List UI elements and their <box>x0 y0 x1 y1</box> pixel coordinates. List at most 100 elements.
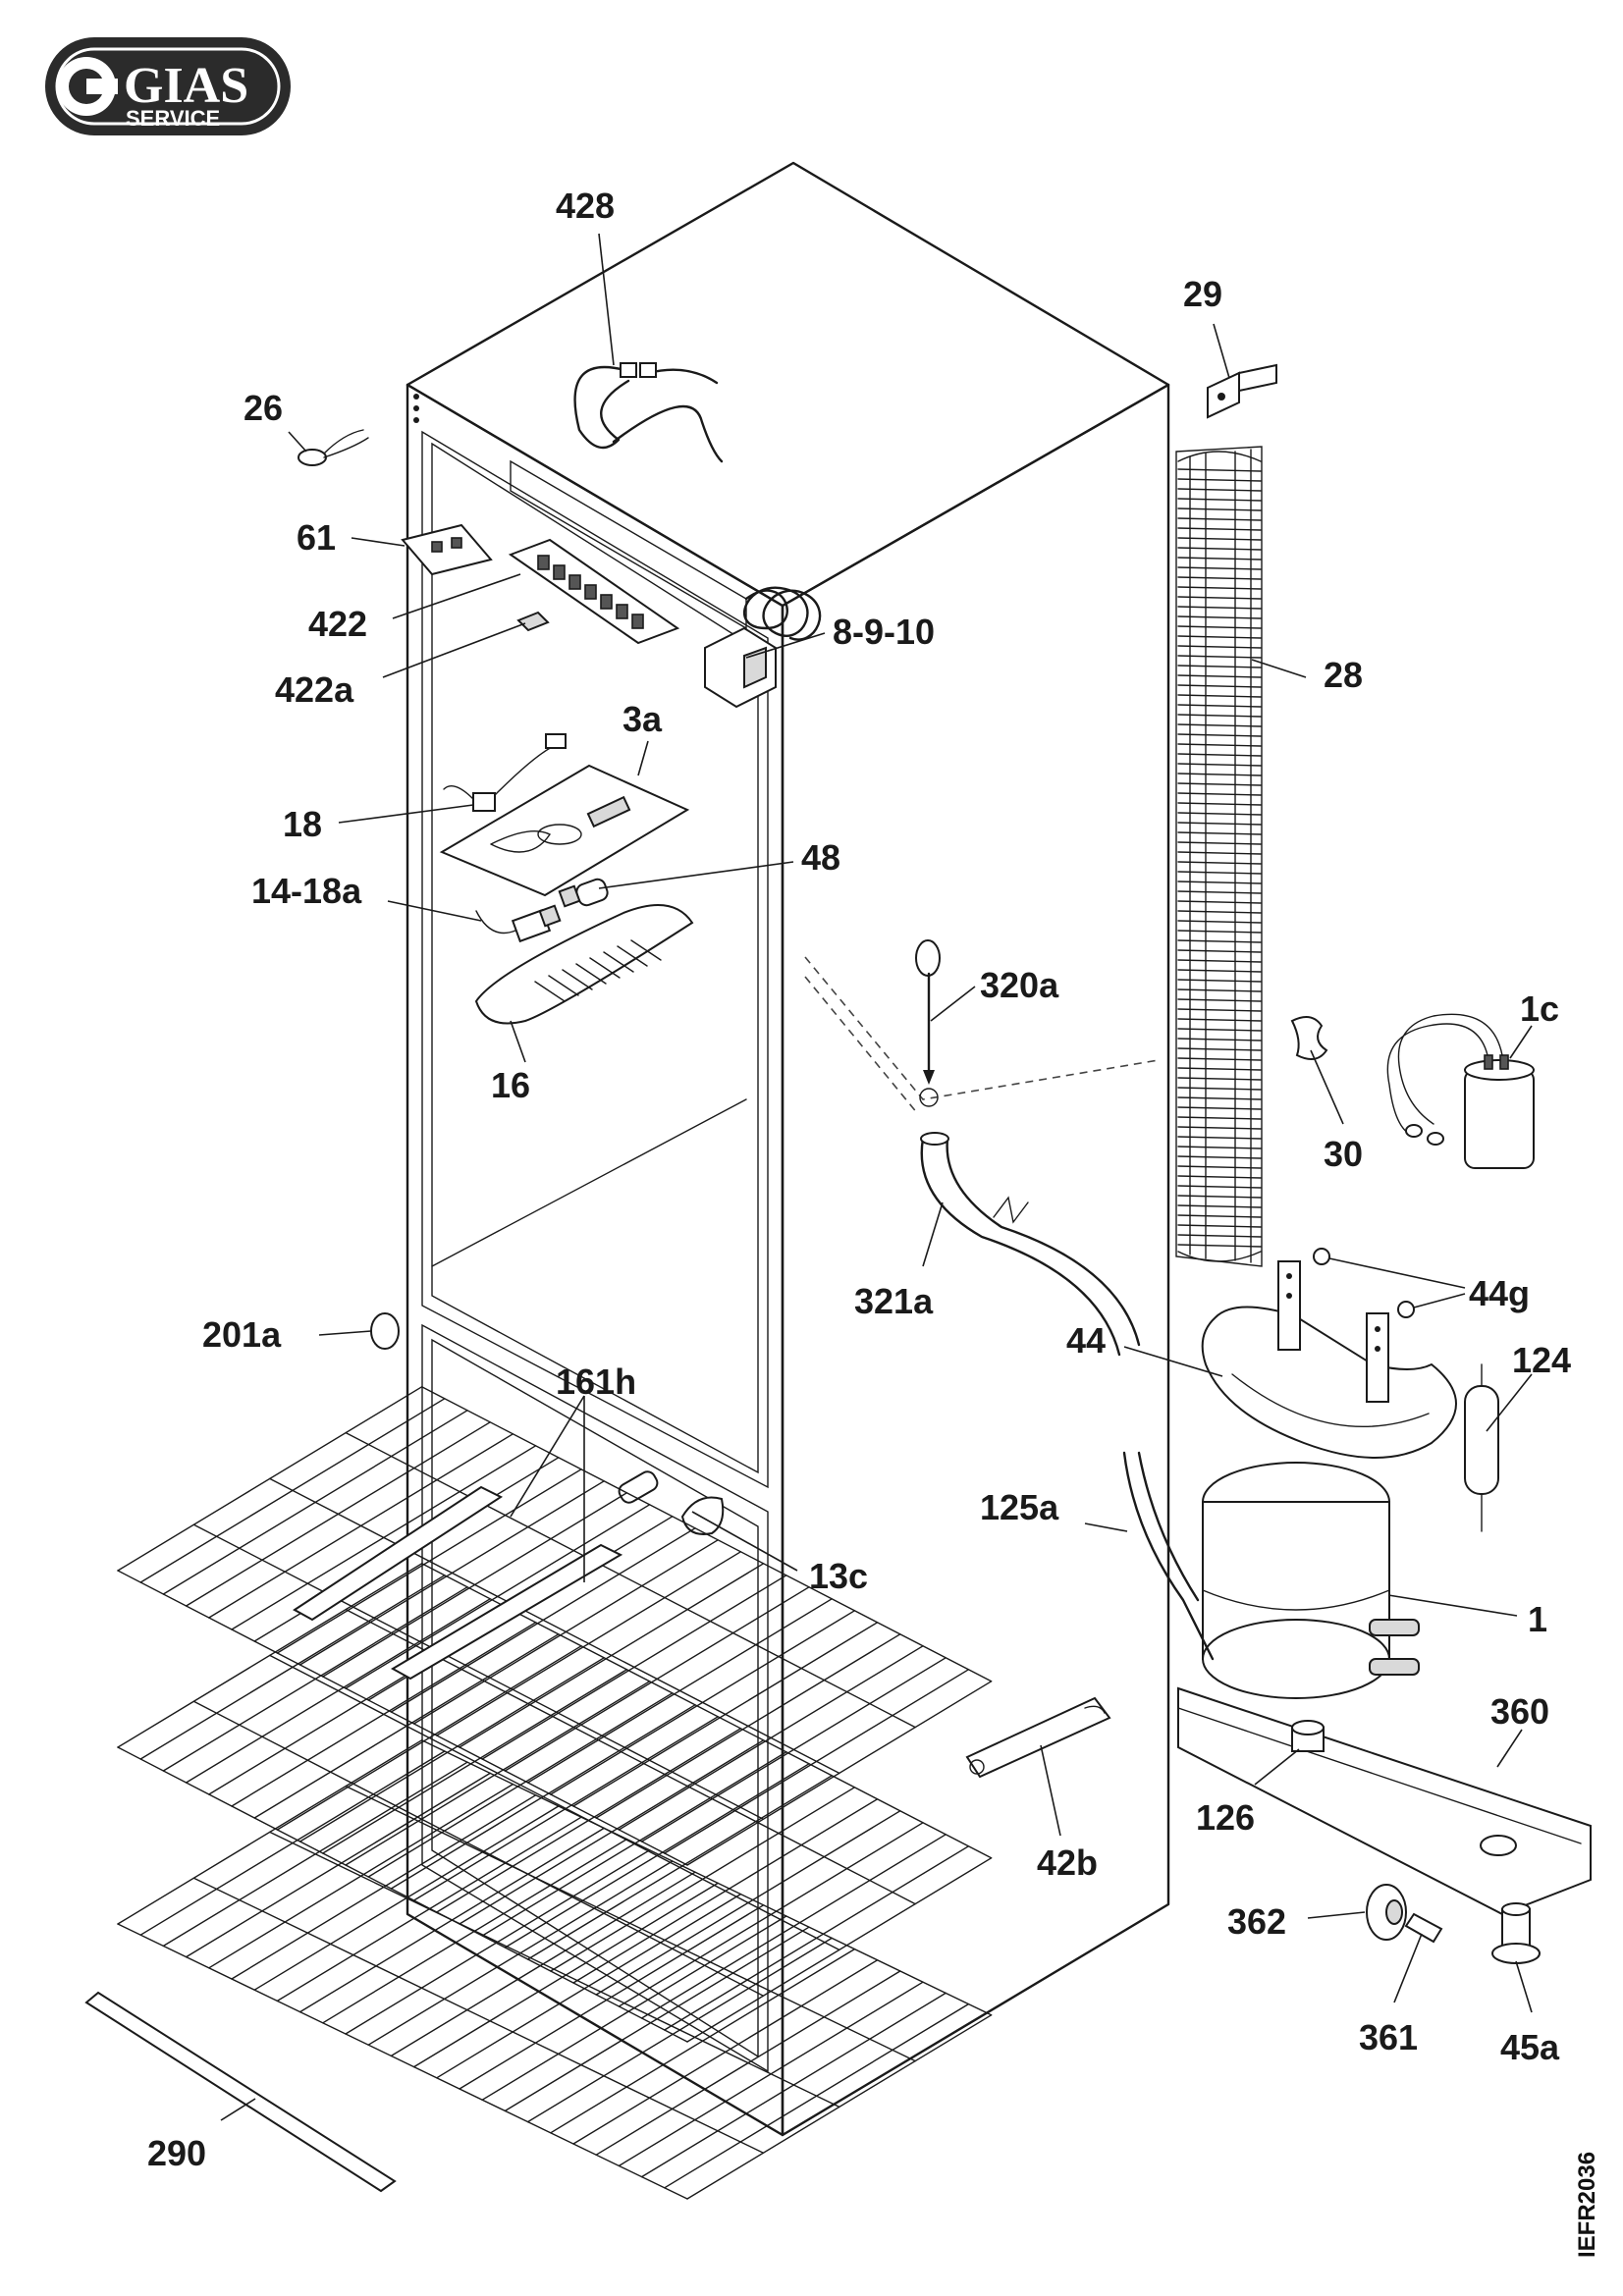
condenser-wire <box>1177 566 1262 570</box>
condenser-wire <box>1177 998 1262 1002</box>
label-3a: 3a <box>622 699 663 739</box>
condenser-wire <box>1177 1038 1262 1041</box>
drain-cleaner-tool <box>915 939 941 1085</box>
condenser-wire <box>1177 498 1262 502</box>
label-428: 428 <box>556 186 615 226</box>
condenser-wire <box>1177 1136 1262 1140</box>
condenser-wire <box>1177 1195 1262 1199</box>
condenser-wire <box>1177 1116 1262 1120</box>
condenser-bracket <box>1207 363 1277 419</box>
condenser-wire <box>1177 1214 1262 1218</box>
label-124: 124 <box>1512 1340 1571 1380</box>
condenser-wire <box>1177 920 1262 924</box>
condenser-wire <box>1177 507 1262 511</box>
condenser-wire <box>1177 488 1262 492</box>
rubber-washer <box>1366 1884 1407 1941</box>
label-61: 61 <box>297 517 336 558</box>
condenser-wire <box>1177 1106 1262 1110</box>
lamp-holder <box>475 904 562 943</box>
door-switch <box>443 733 567 812</box>
condenser-wire <box>1177 645 1262 649</box>
mounting-pin <box>1404 1912 1443 1944</box>
condenser-wire <box>1177 1224 1262 1228</box>
condenser-wire <box>1177 625 1262 629</box>
panel-button <box>568 574 581 590</box>
condenser-wire <box>1177 930 1262 934</box>
condenser-wire <box>1177 782 1262 786</box>
label-44: 44 <box>1066 1320 1106 1361</box>
condenser-wire <box>1177 910 1262 914</box>
control-board-61 <box>401 523 493 576</box>
label-201a: 201a <box>202 1314 282 1355</box>
condenser-wire <box>1177 586 1262 590</box>
condenser-wire <box>1177 635 1262 639</box>
condenser-wire <box>1177 1018 1262 1022</box>
condenser-wire <box>1177 517 1262 521</box>
condenser-wire <box>1177 615 1262 619</box>
condenser-wire <box>1177 1204 1262 1208</box>
label-125a: 125a <box>980 1487 1059 1527</box>
shelf-rail <box>269 1654 840 1951</box>
condenser-wire <box>1177 1067 1262 1071</box>
condenser-wire <box>1177 1057 1262 1061</box>
suction-tube <box>1122 1451 1215 1661</box>
shelf-rail <box>117 1570 688 1866</box>
diffuser-slot <box>534 981 566 1002</box>
condenser-wire <box>1177 1008 1262 1012</box>
condenser-wire <box>1177 773 1262 776</box>
shelf-rail <box>192 1523 765 1820</box>
diffuser-slot <box>630 939 662 961</box>
door-stop <box>618 1470 725 1535</box>
condenser-wire <box>1177 969 1262 973</box>
label-360: 360 <box>1490 1691 1549 1732</box>
shelf-rail <box>269 1477 840 1775</box>
condenser-wire <box>1177 890 1262 894</box>
condenser-wire <box>1177 714 1262 718</box>
shelf-rail <box>345 1785 916 2062</box>
condenser-wire <box>1177 733 1262 737</box>
logo-subtitle: SERVICE <box>126 106 220 131</box>
label-1: 1 <box>1528 1599 1547 1639</box>
lamp-housing-cover <box>439 764 690 897</box>
condenser-wire <box>1177 949 1262 953</box>
drain-hose <box>920 1132 1141 1357</box>
shelf-rail <box>420 1386 993 1682</box>
label-320a: 320a <box>980 965 1059 1005</box>
label-28: 28 <box>1324 655 1363 695</box>
condenser-wire <box>1177 468 1262 472</box>
diffuser-slot <box>617 945 648 967</box>
lamp-bulb <box>558 878 609 908</box>
label-13c: 13c <box>809 1556 868 1596</box>
condenser-wire <box>1177 1126 1262 1130</box>
label-44g: 44g <box>1469 1273 1530 1313</box>
condenser-wire <box>1177 537 1262 541</box>
label-321a: 321a <box>854 1281 934 1321</box>
label-30: 30 <box>1324 1134 1363 1174</box>
condenser-wire <box>1177 547 1262 551</box>
panel-button <box>584 584 597 600</box>
label-8-9-10: 8-9-10 <box>833 612 935 652</box>
panel-button <box>631 614 644 629</box>
condenser-wire <box>1177 596 1262 600</box>
condenser-wire <box>1177 557 1262 561</box>
label-126: 126 <box>1196 1797 1255 1838</box>
condenser-wire <box>1177 1234 1262 1238</box>
condenser-wire <box>1177 871 1262 875</box>
evaporator-shelves <box>84 1386 993 2200</box>
condenser-wire <box>1177 576 1262 580</box>
diffuser-slot <box>589 957 621 979</box>
condenser-wire <box>1177 1155 1262 1159</box>
diffuser-slot <box>548 975 579 996</box>
condenser-wire <box>1177 939 1262 943</box>
shelf-rail <box>192 1877 765 2154</box>
panel-button <box>600 594 613 610</box>
temperature-sensor <box>298 429 369 466</box>
condenser-wire <box>1177 1244 1262 1248</box>
wiring-harness <box>573 362 724 463</box>
thermostat <box>704 586 822 709</box>
filter-drier <box>1464 1363 1499 1532</box>
condenser-wire <box>1177 723 1262 727</box>
spacer-bracket <box>965 1696 1111 1779</box>
condenser-wire <box>1177 831 1262 835</box>
